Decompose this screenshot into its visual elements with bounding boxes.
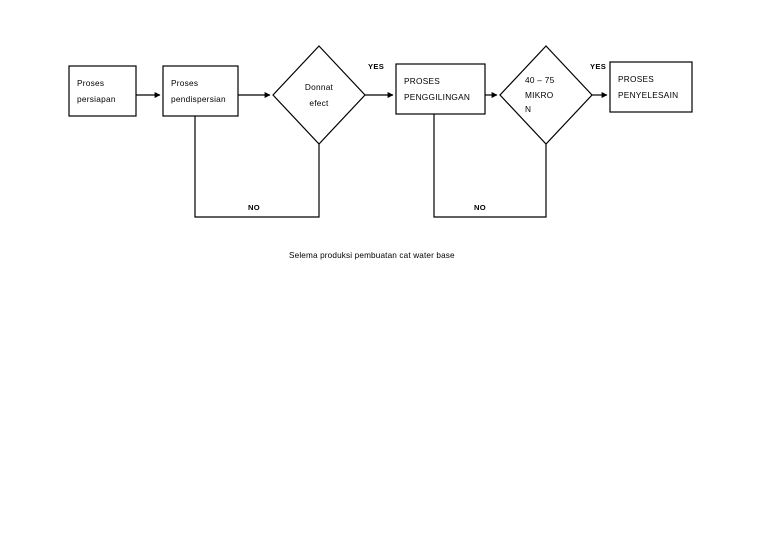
node-proses-persiapan [68, 65, 137, 117]
node-donnat-efect [272, 45, 366, 145]
edge-label-yes-2: YES [590, 62, 607, 71]
edge-label-no-1: NO [248, 203, 260, 212]
diagram-caption: Selema produksi pembuatan cat water base [289, 251, 455, 260]
node-proses-penggilingan [395, 63, 486, 115]
edge-label-yes-1: YES [368, 62, 385, 71]
node-proses-penyelesain [609, 61, 693, 113]
edge-donnat-no-to-pendispersian [194, 116, 320, 218]
edge-label-no-2: NO [474, 203, 486, 212]
edge-mikron-no-to-penggilingan [433, 114, 547, 218]
node-ukuran-mikron [499, 45, 593, 145]
node-proses-pendispersian [162, 65, 239, 117]
